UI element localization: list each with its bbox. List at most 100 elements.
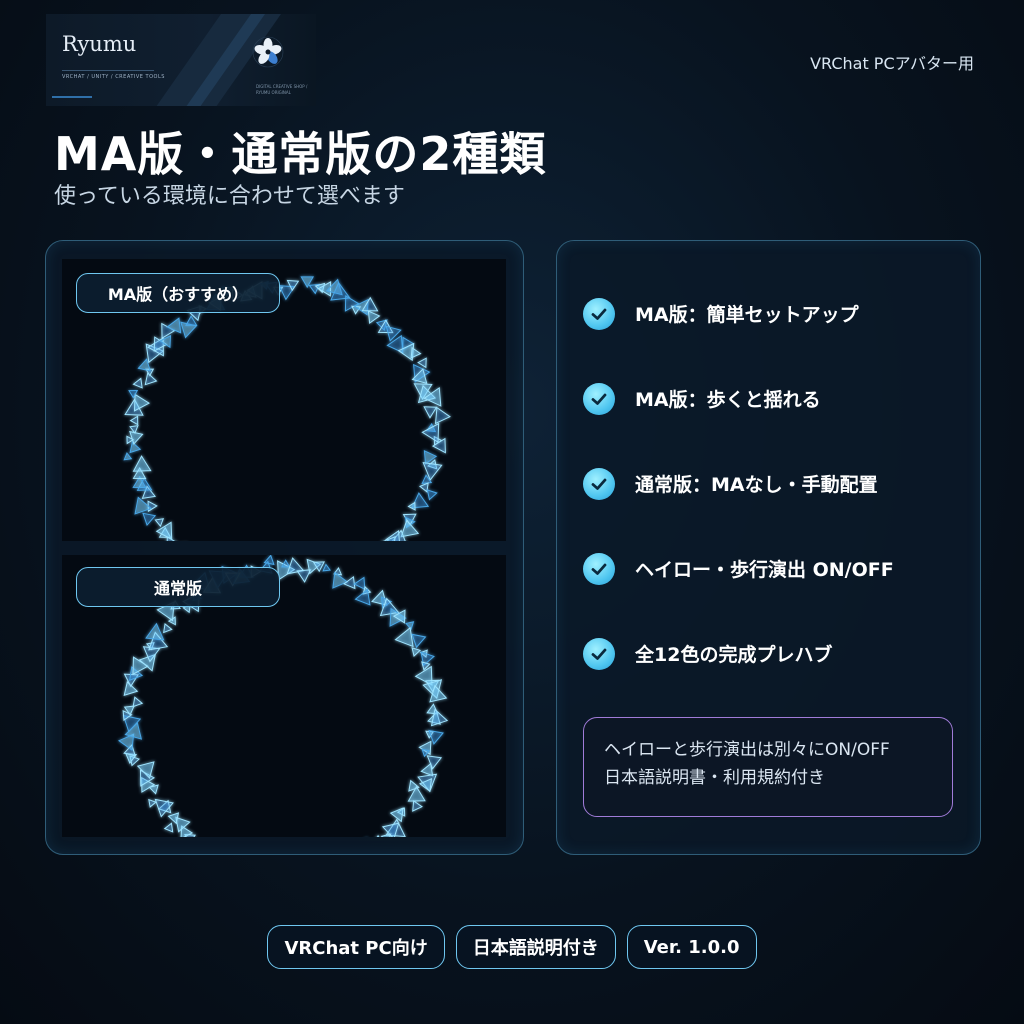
halo-triangle <box>418 482 429 493</box>
badge-platform: VRChat PC向け <box>267 925 445 969</box>
halo-triangle <box>166 317 182 334</box>
halo-triangle <box>423 406 438 419</box>
halo-triangle <box>400 519 420 538</box>
halo-triangle <box>133 393 150 412</box>
feature-text: 全12色の完成プレハブ <box>635 644 833 666</box>
halo-triangle <box>330 281 351 301</box>
check-circle-icon <box>583 297 615 330</box>
halo-triangle <box>422 462 443 481</box>
halo-triangle <box>322 563 331 572</box>
halo-triangle <box>417 357 427 369</box>
halo-triangle <box>389 807 404 823</box>
halo-triangle <box>132 455 152 472</box>
feature-list: MA版：簡単セットアップ MA版：歩くと揺れる 通常版：MAなし・手動配置 ヘイ… <box>583 277 894 696</box>
halo-triangle <box>381 822 400 837</box>
halo-triangle <box>281 559 291 568</box>
brand-divider <box>62 70 154 71</box>
halo-triangle <box>386 334 404 354</box>
halo-triangle <box>148 798 157 808</box>
halo-triangle <box>134 496 152 515</box>
halo-triangle <box>428 729 444 745</box>
halo-triangle <box>129 430 144 445</box>
halo-triangle <box>122 710 133 721</box>
halo-triangle <box>430 708 449 727</box>
check-circle-icon <box>583 637 615 670</box>
halo-triangle <box>184 833 197 837</box>
halo-triangle <box>126 435 135 445</box>
halo-triangle <box>159 334 172 349</box>
feature-item: 全12色の完成プレハブ <box>583 611 894 696</box>
halo-triangle <box>263 555 275 566</box>
halo-triangle <box>123 705 135 716</box>
feature-text: 通常版：MAなし・手動配置 <box>635 474 878 496</box>
badge-row: VRChat PC向け 日本語説明付き Ver. 1.0.0 <box>0 925 1024 969</box>
halo-triangle <box>296 569 312 583</box>
halo-triangle <box>410 346 422 359</box>
halo-triangle <box>129 415 139 426</box>
halo-triangle <box>163 822 174 833</box>
flower-tagline: DIGITAL CREATIVE SHOP / RYUMU ORIGINAL <box>256 84 308 95</box>
features-panel: MA版：簡単セットアップ MA版：歩くと揺れる 通常版：MAなし・手動配置 ヘイ… <box>556 240 981 855</box>
halo-triangle <box>129 425 139 435</box>
halo-triangle <box>286 279 300 292</box>
halo-triangle <box>136 761 155 779</box>
halo-triangle <box>407 785 426 802</box>
halo-triangle <box>132 696 144 708</box>
halo-triangle <box>118 733 135 752</box>
halo-triangle <box>421 748 431 758</box>
halo-triangle <box>185 315 198 326</box>
halo-triangle <box>142 512 157 527</box>
halo-triangle <box>380 833 392 837</box>
feature-item: MA版：簡単セットアップ <box>583 271 894 356</box>
halo-triangle <box>343 575 356 590</box>
halo-triangle <box>148 784 159 795</box>
halo-triangle <box>353 576 366 591</box>
note-line: 日本語説明書・利用規約付き <box>604 768 825 788</box>
halo-triangle <box>177 539 191 541</box>
halo-triangle <box>407 501 416 511</box>
halo-triangle <box>132 466 147 480</box>
halo-triangle <box>429 684 448 703</box>
halo-triangle <box>154 798 174 818</box>
halo-triangle <box>411 647 422 657</box>
note-line: ヘイローと歩行演出は別々にON/OFF <box>604 740 890 760</box>
halo-triangle <box>145 622 165 641</box>
halo-triangle <box>132 475 147 489</box>
halo-triangle <box>129 441 142 454</box>
halo-triangle <box>123 681 139 696</box>
halo-triangle <box>385 325 402 342</box>
brand-logo-banner: Ryumu VRCHAT / UNITY / CREATIVE TOOLS DI… <box>46 14 316 106</box>
halo-triangle <box>278 285 296 301</box>
halo-triangle <box>163 623 173 634</box>
check-circle-icon <box>583 467 615 500</box>
halo-triangle <box>421 422 440 444</box>
brand-name: Ryumu <box>62 32 137 56</box>
halo-triangle <box>423 386 442 407</box>
halo-triangle <box>421 474 433 484</box>
halo-triangle <box>426 755 443 770</box>
preview-ma-version: MA版（おすすめ） <box>62 259 506 541</box>
halo-triangle <box>412 799 423 812</box>
halo-triangle <box>420 762 434 777</box>
halo-triangle <box>300 276 315 289</box>
halo-triangle <box>381 536 396 541</box>
halo-triangle <box>354 835 375 837</box>
note-box: ヘイローと歩行演出は別々にON/OFF 日本語説明書・利用規約付き <box>583 717 953 817</box>
page-subtitle: 使っている環境に合わせて選べます <box>54 184 405 209</box>
halo-triangle <box>167 812 180 825</box>
halo-triangle <box>411 633 427 649</box>
halo-triangle <box>132 377 143 389</box>
badge-language: 日本語説明付き <box>455 925 616 969</box>
feature-item: ヘイロー・歩行演出 ON/OFF <box>583 526 894 611</box>
halo-triangle <box>361 296 379 312</box>
halo-triangle <box>411 368 428 385</box>
halo-triangle <box>367 310 381 325</box>
halo-triangle <box>431 437 446 454</box>
feature-text: MA版：歩くと揺れる <box>635 389 821 411</box>
halo-triangle <box>408 779 420 792</box>
halo-triangle <box>147 500 158 513</box>
halo-triangle <box>137 358 152 372</box>
feature-item: MA版：歩くと揺れる <box>583 356 894 441</box>
badge-version: Ver. 1.0.0 <box>626 925 757 969</box>
flower-logo-icon <box>252 36 284 68</box>
